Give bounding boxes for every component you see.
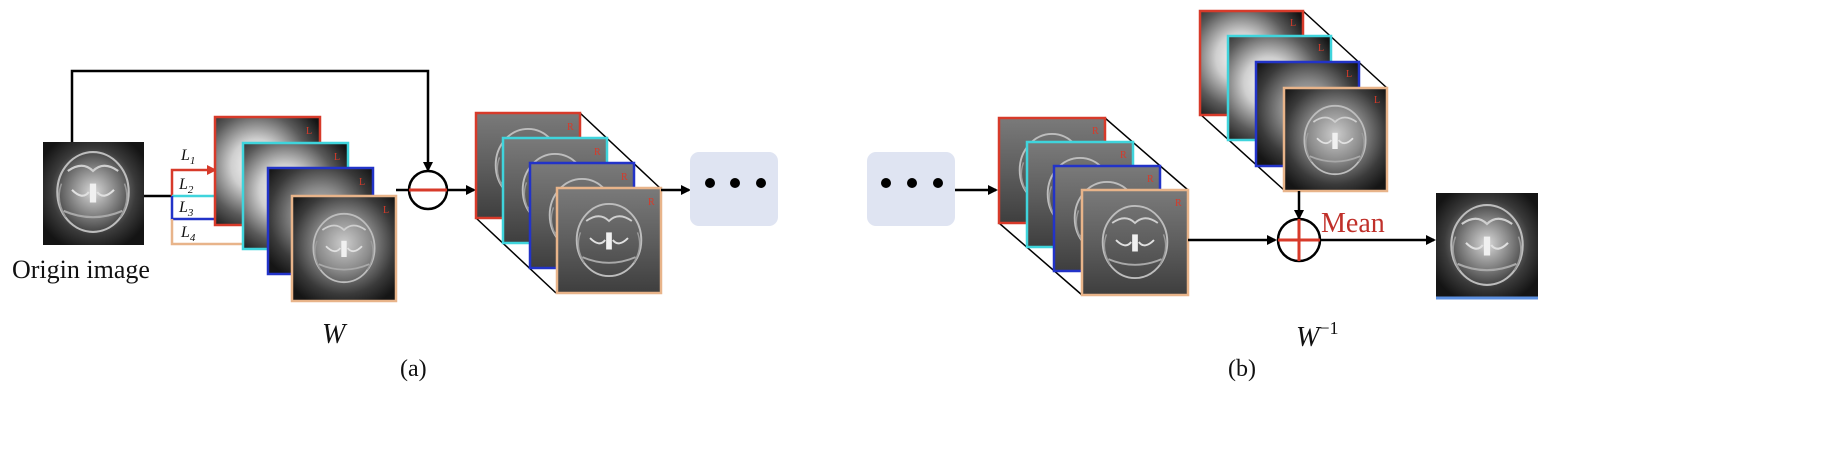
ellipsis-icon xyxy=(881,178,943,188)
svg-text:L: L xyxy=(383,205,389,216)
w-inverse-label: W−1 xyxy=(1296,318,1338,353)
svg-text:R: R xyxy=(594,147,601,158)
svg-text:R: R xyxy=(1120,150,1127,161)
circled-minus-operator-icon xyxy=(407,169,449,211)
svg-text:R: R xyxy=(567,122,574,133)
svg-text:R: R xyxy=(1175,198,1182,209)
line-label-l2: L2 xyxy=(178,176,194,196)
panel-label-b: (b) xyxy=(1228,356,1256,382)
svg-text:R: R xyxy=(648,197,655,208)
svg-text:R: R xyxy=(1147,174,1154,185)
w-stack-a: L L L L xyxy=(213,115,398,303)
w-label: W xyxy=(322,319,348,350)
weighted-image-stack-b: R R R R xyxy=(997,116,1190,297)
skip-connection-arrow xyxy=(70,69,433,172)
w-map-l4: L xyxy=(290,194,398,303)
ellipsis-box-b xyxy=(867,152,955,226)
svg-text:L: L xyxy=(306,126,312,137)
circled-plus-operator-icon xyxy=(1276,217,1322,263)
svg-text:L: L xyxy=(334,152,340,163)
svg-text:L: L xyxy=(1318,43,1324,54)
mean-label: Mean xyxy=(1321,208,1385,239)
panel-label-a: (a) xyxy=(400,356,427,382)
origin-image xyxy=(43,142,144,245)
ellipsis-box-a xyxy=(690,152,778,226)
origin-label: Origin image xyxy=(12,255,150,284)
svg-text:L: L xyxy=(1346,69,1352,80)
line-label-l4: L4 xyxy=(180,224,196,244)
w-inverse-stack: L L L L xyxy=(1198,9,1389,193)
weighted-image-stack-a: R R R R xyxy=(474,111,663,295)
line-label-l1: L1 xyxy=(180,147,195,167)
svg-text:R: R xyxy=(621,172,628,183)
svg-text:L: L xyxy=(1374,95,1380,106)
svg-text:R: R xyxy=(1092,126,1099,137)
ellipsis-icon xyxy=(705,178,766,188)
branch-arrow-l1 xyxy=(170,165,217,196)
svg-text:L: L xyxy=(359,177,365,188)
svg-text:L: L xyxy=(1290,18,1296,29)
output-image xyxy=(1436,193,1538,300)
line-label-l3: L3 xyxy=(178,199,194,219)
